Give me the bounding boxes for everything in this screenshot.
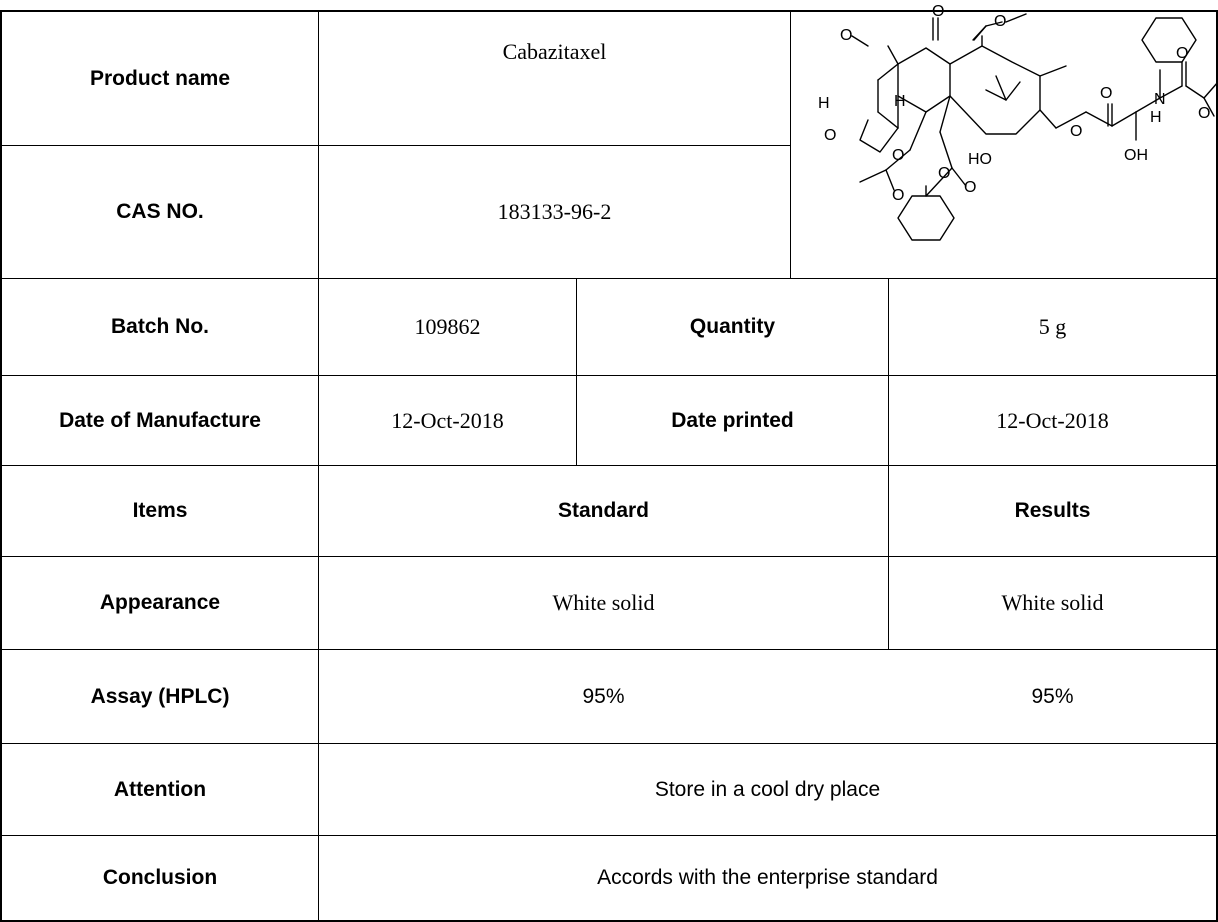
printed-date-label: Date printed — [671, 408, 794, 432]
atom-o-ester-carbonyl: O — [1100, 85, 1112, 102]
atom-o-boc: O — [1198, 105, 1210, 122]
divider-h8 — [0, 835, 1218, 836]
cas-value: 183133-96-2 — [497, 199, 612, 224]
assay-result: 95% — [1031, 684, 1074, 708]
atom-o-methoxy-1: O — [840, 27, 852, 44]
atom-o-benzoate: O — [938, 165, 950, 182]
conclusion-label: Conclusion — [102, 866, 218, 889]
manufacture-date-label: Date of Manufacture — [59, 408, 261, 432]
atom-o-ester: O — [1070, 123, 1082, 140]
atom-o-methoxy-2: O — [994, 13, 1006, 30]
atom-o-carbamate: O — [1176, 45, 1188, 62]
divider-v-structure — [790, 10, 791, 278]
product-name-value: Cabazitaxel — [502, 38, 607, 64]
atom-o-ketone: O — [932, 3, 944, 20]
divider-h7 — [0, 743, 1218, 744]
appearance-standard: White solid — [552, 590, 655, 615]
attention-value: Store in a cool dry place — [654, 777, 881, 801]
atom-n: N — [1154, 91, 1166, 108]
chemical-structure-image: O O O H H O O O O O HO O O OH N H O O — [790, 0, 1218, 278]
divider-v-label — [318, 10, 319, 922]
appearance-label: Appearance — [99, 591, 221, 614]
divider-h3 — [0, 375, 1218, 376]
cas-label: CAS NO. — [116, 200, 204, 223]
manufacture-date-value: 12-Oct-2018 — [391, 407, 504, 433]
quantity-value: 5 g — [1038, 314, 1067, 339]
border-right — [1216, 10, 1218, 922]
border-top — [0, 10, 1218, 12]
conclusion-value: Accords with the enterprise standard — [597, 866, 938, 889]
standard-header: Standard — [557, 499, 649, 522]
results-header: Results — [1014, 499, 1091, 522]
divider-h5 — [0, 556, 1218, 557]
atom-o-acetyl: O — [892, 187, 904, 204]
printed-date-value: 12-Oct-2018 — [996, 407, 1109, 433]
divider-h4 — [0, 465, 1218, 466]
divider-h2 — [0, 278, 1218, 279]
divider-h1 — [0, 145, 790, 146]
divider-v-mid — [576, 278, 577, 465]
border-left — [0, 10, 2, 922]
appearance-result: White solid — [1001, 590, 1104, 615]
batch-label: Batch No. — [110, 315, 209, 338]
atom-h-2: H — [894, 93, 906, 110]
batch-value: 109862 — [414, 314, 481, 339]
atom-h-1: H — [818, 95, 830, 112]
assay-label: Assay (HPLC) — [90, 684, 230, 708]
border-bottom — [0, 920, 1218, 922]
attention-label: Attention — [113, 777, 207, 801]
atom-ho: HO — [968, 151, 992, 168]
assay-standard: 95% — [582, 684, 625, 708]
product-name-label: Product name — [89, 66, 231, 90]
atom-o-acetoxy: O — [892, 147, 904, 164]
atom-o-oxetane: O — [824, 127, 836, 144]
items-header: Items — [132, 499, 188, 522]
divider-v-result — [888, 278, 889, 649]
atom-nh-h: H — [1150, 109, 1162, 126]
atom-oh: OH — [1124, 147, 1148, 164]
quantity-label: Quantity — [689, 315, 776, 338]
atom-o-benzoyl: O — [964, 179, 976, 196]
divider-h6 — [0, 649, 1218, 650]
